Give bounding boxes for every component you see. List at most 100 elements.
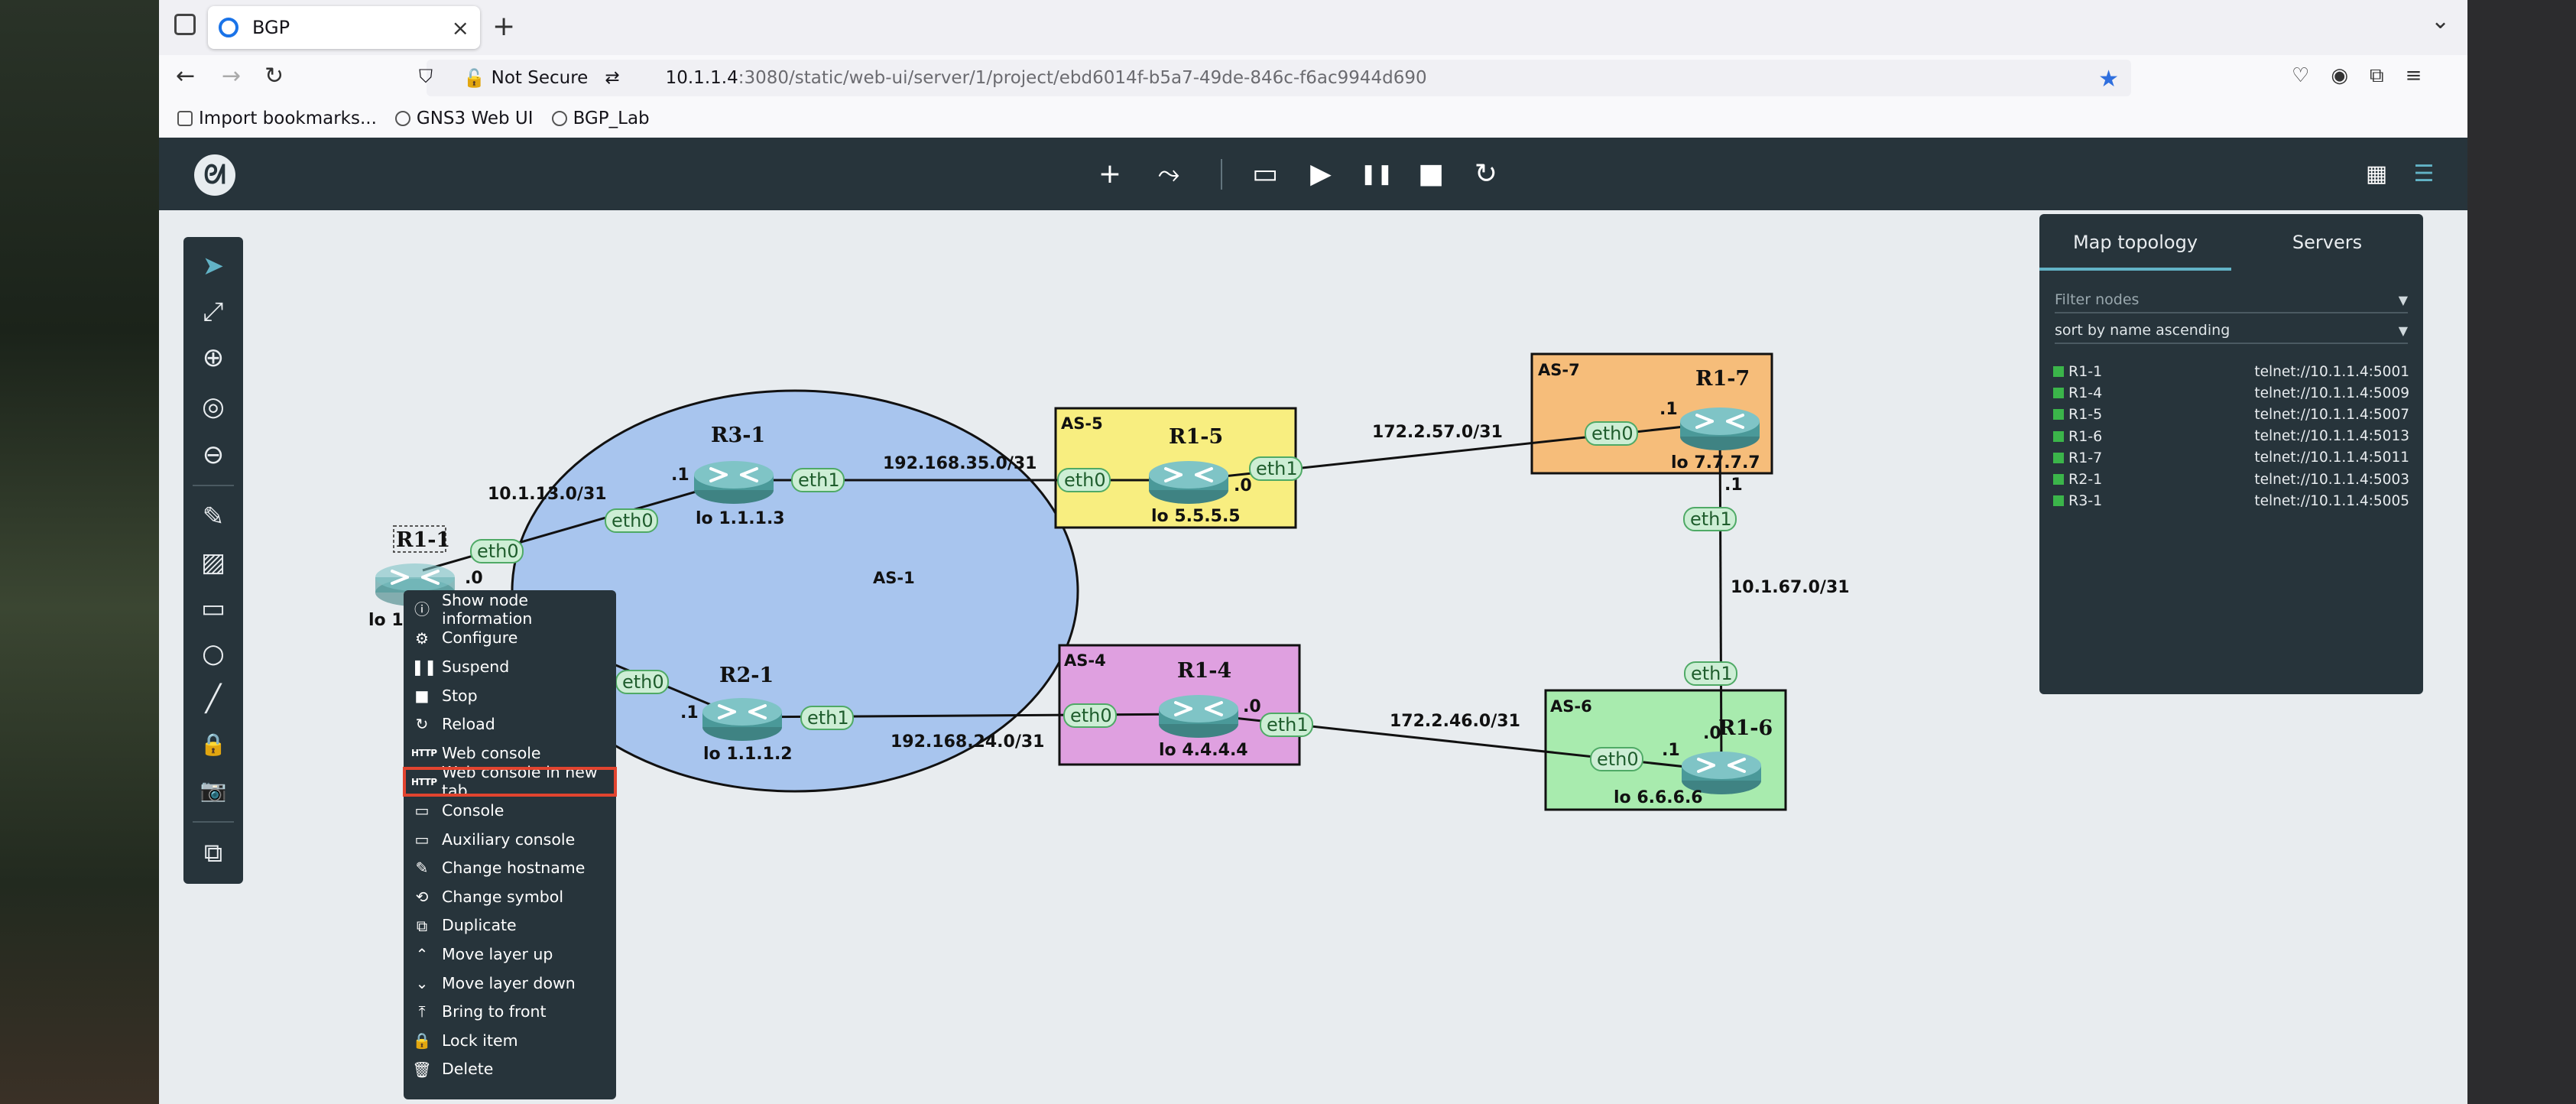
filter-nodes-select[interactable]: Filter nodes▼ bbox=[2055, 287, 2408, 313]
router-r2-1[interactable]: R2-1 lo 1.1.1.2 .1 bbox=[680, 664, 793, 764]
gns3-logo[interactable]: ᘛ bbox=[194, 154, 235, 196]
reset-zoom-icon[interactable]: ◎ bbox=[202, 391, 225, 422]
menu-delete[interactable]: 🗑Delete bbox=[412, 1060, 494, 1079]
topology-panel: Map topology Servers Filter nodes▼ sort … bbox=[2039, 214, 2423, 694]
iface-r21-eth0[interactable]: eth0 bbox=[615, 670, 669, 694]
lock-icon[interactable]: 🔒 bbox=[200, 732, 227, 757]
image-icon[interactable]: ▨ bbox=[200, 547, 226, 578]
list-view-icon[interactable]: ☰ bbox=[2413, 161, 2435, 187]
router-r1-1[interactable]: R1-1 lo 1. .0 bbox=[368, 525, 483, 630]
desktop-background-right bbox=[2467, 0, 2576, 1104]
menu-suspend[interactable]: ❚❚Suspend bbox=[411, 657, 510, 677]
app-toolbar: ᘛ + ⤳ ▭ ▶ ❚❚ ■ ↻ ▦ ☰ bbox=[159, 138, 2467, 210]
zoom-in-icon[interactable]: ⊕ bbox=[202, 343, 225, 373]
camera-icon[interactable]: 📷 bbox=[200, 778, 227, 803]
rectangle-icon[interactable]: ▭ bbox=[200, 593, 226, 624]
bookmark-star-icon[interactable]: ★ bbox=[2098, 66, 2119, 93]
menu-change-hostname[interactable]: ✎Change hostname bbox=[404, 853, 616, 882]
shield-icon[interactable]: ⛉ bbox=[419, 66, 433, 87]
pocket-icon[interactable]: ♡ bbox=[2292, 64, 2310, 87]
tab-close-icon[interactable]: × bbox=[451, 15, 469, 41]
suspend-all-button[interactable]: ❚❚ bbox=[1360, 163, 1393, 186]
back-button[interactable]: ← bbox=[176, 63, 196, 89]
tab-bgp[interactable]: BGP × bbox=[208, 6, 480, 49]
status-started-icon bbox=[2053, 388, 2064, 399]
permissions-icon[interactable]: ⇄ bbox=[605, 68, 620, 88]
router-r1-6[interactable]: R1-6 lo 6.6.6.6 .0 .1 bbox=[1614, 716, 1773, 807]
router-r1-5[interactable]: R1-5 lo 5.5.5.5 .0 bbox=[1147, 425, 1252, 526]
iface-r14-eth1[interactable]: eth1 bbox=[1260, 713, 1313, 737]
reload-all-button[interactable]: ↻ bbox=[1474, 158, 1498, 190]
iface-r16-eth1[interactable]: eth1 bbox=[1684, 661, 1737, 686]
menu-bring-to-front[interactable]: ⤒Bring to front bbox=[404, 997, 616, 1026]
menu-move-layer-up[interactable]: ⌃Move layer up bbox=[404, 940, 616, 969]
pointer-icon[interactable]: ➤ bbox=[202, 251, 225, 281]
tab-list-icon[interactable] bbox=[174, 14, 196, 35]
svg-text:lo 5.5.5.5: lo 5.5.5.5 bbox=[1151, 507, 1241, 526]
new-tab-button[interactable]: + bbox=[492, 11, 516, 42]
menu-lock-item[interactable]: 🔒Lock item bbox=[412, 1031, 518, 1050]
add-node-button[interactable]: + bbox=[1098, 158, 1122, 190]
iface-r17-eth1[interactable]: eth1 bbox=[1683, 507, 1737, 531]
zoom-out-icon[interactable]: ⊖ bbox=[202, 440, 225, 470]
menu-move-layer-down[interactable]: ⌄Move layer down bbox=[404, 969, 616, 998]
account-icon[interactable]: ◉ bbox=[2331, 64, 2348, 87]
iface-r31-eth0[interactable]: eth0 bbox=[605, 508, 658, 533]
menu-console[interactable]: ▭Console bbox=[404, 796, 616, 825]
pencil-icon[interactable]: ✎ bbox=[202, 502, 225, 532]
tab-map-topology[interactable]: Map topology bbox=[2072, 232, 2198, 253]
menu-configure[interactable]: ⚙Configure bbox=[404, 624, 616, 653]
iface-r21-eth1[interactable]: eth1 bbox=[800, 706, 854, 730]
chevron-down-icon[interactable]: ⌄ bbox=[2431, 8, 2451, 34]
not-secure-indicator[interactable]: 🔓 Not Secure ⇄ bbox=[463, 68, 620, 89]
link-r17-r16[interactable] bbox=[1718, 422, 1723, 771]
forward-button[interactable]: → bbox=[222, 63, 242, 89]
stop-all-button[interactable]: ■ bbox=[1417, 158, 1444, 190]
bookmark-import[interactable]: Import bookmarks... bbox=[177, 109, 377, 128]
menu-reload[interactable]: ↻Reload bbox=[404, 709, 616, 739]
url-text[interactable]: 10.1.1.4:3080/static/web-ui/server/1/pro… bbox=[665, 68, 1427, 88]
menu-change-symbol[interactable]: ⟲Change symbol bbox=[404, 882, 616, 911]
bookmark-gns3[interactable]: GNS3 Web UI bbox=[394, 109, 534, 128]
iface-r17-eth0[interactable]: eth0 bbox=[1585, 421, 1638, 446]
grid-view-icon[interactable]: ▦ bbox=[2365, 161, 2388, 187]
extensions-icon[interactable]: ⧉ bbox=[2370, 64, 2384, 87]
url-bar[interactable]: ⛉ 🔓 Not Secure ⇄ 10.1.1.4:3080/static/we… bbox=[419, 60, 2131, 96]
iface-r31-eth1[interactable]: eth1 bbox=[791, 468, 845, 492]
iface-r11-eth0[interactable]: eth0 bbox=[470, 539, 524, 563]
topology-canvas[interactable]: AS-1 AS-5 AS-7 AS-4 AS-6 10.1.13.0/31 19… bbox=[159, 138, 2467, 1104]
ellipse-icon[interactable]: ○ bbox=[202, 638, 225, 669]
menu-auxiliary-console[interactable]: ▭Auxiliary console bbox=[404, 825, 616, 854]
console-all-button[interactable]: ▭ bbox=[1251, 158, 1278, 190]
line-icon[interactable]: ╱ bbox=[205, 684, 222, 714]
sort-select[interactable]: sort by name ascending▼ bbox=[2055, 318, 2408, 344]
start-all-button[interactable]: ▶ bbox=[1310, 158, 1332, 190]
router-r1-4[interactable]: R1-4 lo 4.4.4.4 .0 bbox=[1157, 659, 1261, 760]
menu-duplicate[interactable]: ⧉Duplicate bbox=[404, 911, 616, 940]
menu-stop[interactable]: ■Stop bbox=[404, 681, 616, 710]
iface-r14-eth0[interactable]: eth0 bbox=[1063, 703, 1117, 728]
router-r1-7[interactable]: R1-7 lo 7.7.7.7 .1 .1 bbox=[1659, 367, 1761, 495]
svg-text:R1-7: R1-7 bbox=[1695, 367, 1750, 391]
menu-icon[interactable]: ≡ bbox=[2405, 64, 2422, 87]
router-r3-1[interactable]: R3-1 lo 1.1.1.3 .1 bbox=[671, 424, 785, 528]
tab-servers[interactable]: Servers bbox=[2292, 232, 2363, 253]
bookmark-bgp-lab[interactable]: BGP_Lab bbox=[551, 109, 650, 128]
layers-icon[interactable]: ⧉ bbox=[203, 838, 223, 869]
reload-button[interactable]: ↻ bbox=[264, 63, 284, 89]
iface-r15-eth1[interactable]: eth1 bbox=[1249, 456, 1303, 481]
iface-r15-eth0[interactable]: eth0 bbox=[1057, 468, 1111, 492]
chart-icon[interactable]: ⤳ bbox=[1157, 158, 1180, 190]
fit-to-screen-icon[interactable]: ⤢ bbox=[203, 297, 224, 327]
iface-r16-eth0[interactable]: eth0 bbox=[1590, 747, 1643, 771]
